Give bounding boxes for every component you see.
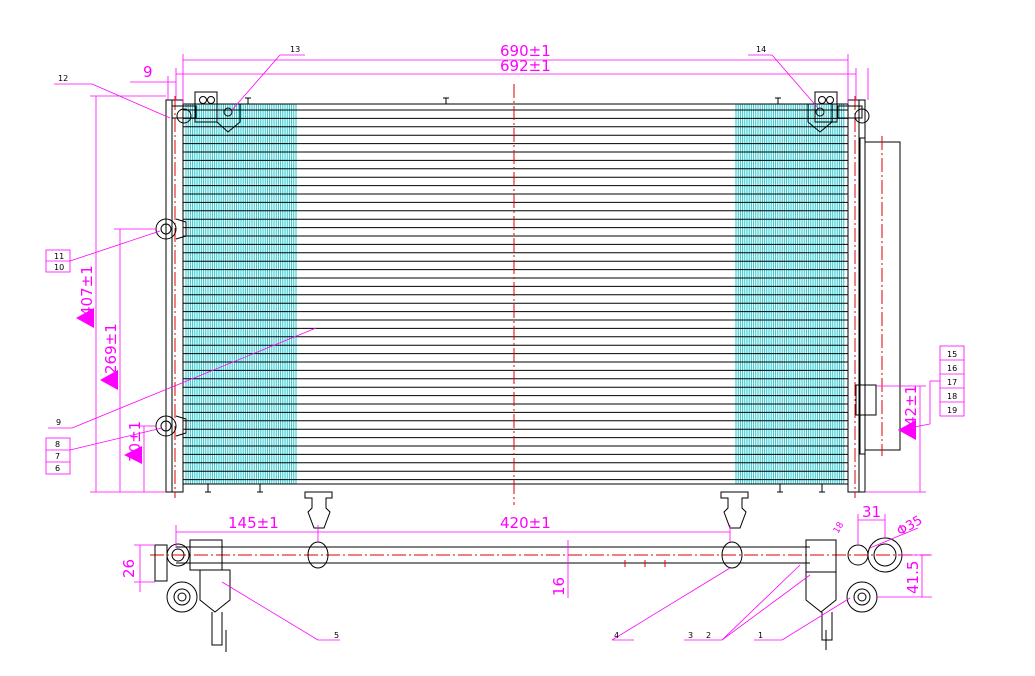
condenser-core (182, 103, 849, 485)
receiver-drier (855, 136, 901, 456)
callout-9: 9 (56, 418, 61, 427)
dimension-lines (76, 54, 932, 598)
dim-fitting-small: 18 (832, 520, 847, 535)
callout-6: 6 (55, 464, 60, 473)
callout-leaders (45, 54, 965, 641)
callout-18: 18 (947, 392, 957, 401)
dim-fitting-spacing: 31 (862, 503, 881, 521)
dim-drier-height: 42±1 (902, 385, 920, 426)
callout-16: 16 (947, 364, 957, 373)
callout-5: 5 (334, 631, 339, 640)
dim-bracket-height: 26 (120, 559, 138, 578)
bottom-pin-right (720, 491, 749, 529)
side-mount-lower (155, 415, 187, 437)
top-bracket-left (171, 91, 241, 133)
dim-offset-left: 9 (143, 63, 153, 81)
callout-12: 12 (58, 74, 68, 83)
callout-1: 1 (758, 631, 763, 640)
callout-13: 13 (290, 45, 300, 54)
callout-15: 15 (947, 350, 957, 359)
callout-4: 4 (614, 631, 619, 640)
side-mount-upper (155, 218, 187, 240)
dim-fitting-height: 41.5 (904, 561, 922, 594)
dim-pipe-span: 420±1 (500, 514, 551, 532)
dim-height-total: 407±1 (78, 265, 96, 316)
dim-mount-spacing: 269±1 (102, 323, 120, 374)
callout-2: 2 (706, 631, 711, 640)
callout-19: 19 (947, 406, 957, 415)
callout-11: 11 (54, 252, 64, 261)
dim-fitting-diameter: Φ35 (895, 513, 926, 539)
bottom-pin-left (304, 491, 333, 529)
bottom-view (150, 537, 930, 652)
callout-17: 17 (947, 378, 957, 387)
left-header-tank (165, 96, 184, 498)
tube-array (183, 109, 848, 481)
callout-8: 8 (55, 440, 60, 449)
top-bracket-right (807, 91, 870, 133)
dim-lower-mount: 70±1 (126, 421, 144, 462)
fin-region-left (185, 104, 297, 484)
callout-3: 3 (688, 631, 693, 640)
callout-14: 14 (756, 45, 766, 54)
callout-7: 7 (55, 452, 60, 461)
dim-overall-total: 692±1 (500, 57, 551, 75)
rivet-tabs (205, 97, 825, 493)
dim-overall-core: 690±1 (500, 42, 551, 60)
dim-pipe-left: 145±1 (228, 514, 279, 532)
callout-10: 10 (54, 263, 64, 272)
right-header-tank (847, 96, 866, 498)
fin-region-right (735, 104, 845, 484)
dim-pipe-offset: 16 (550, 577, 568, 596)
